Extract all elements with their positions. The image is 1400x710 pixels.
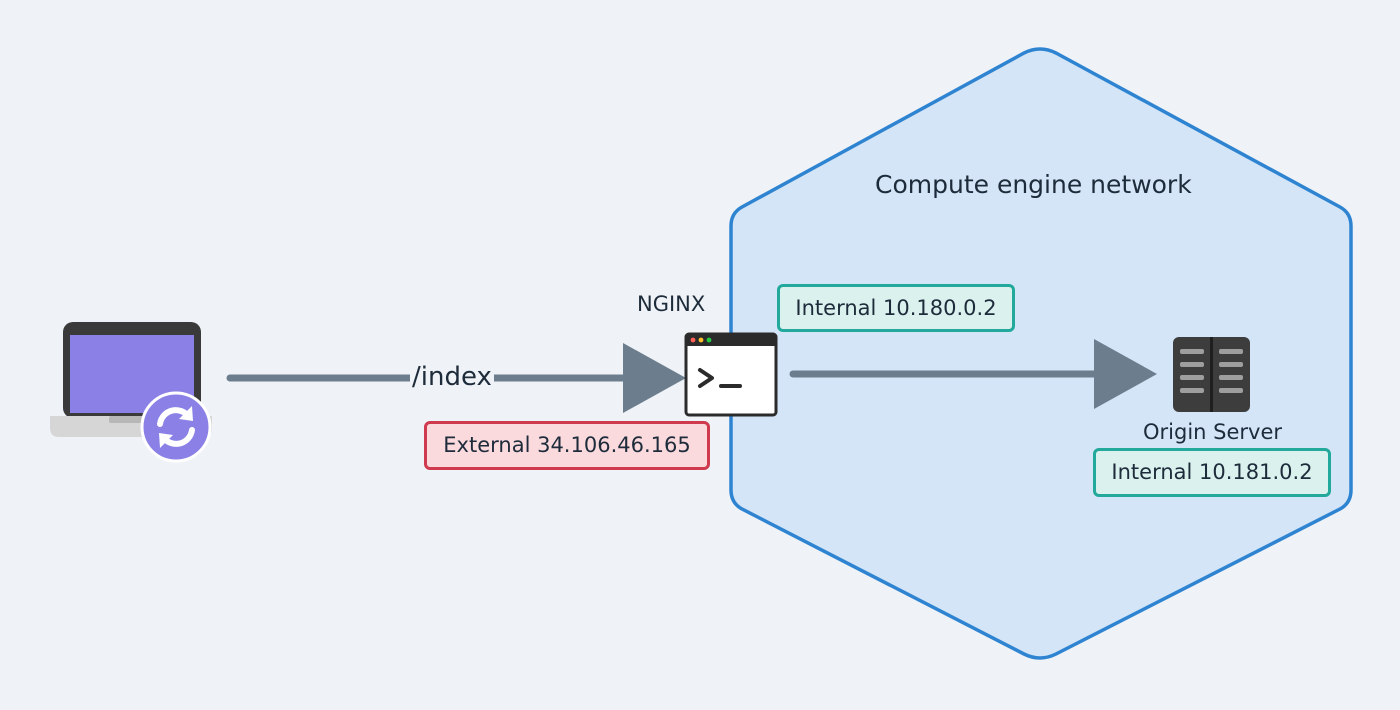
origin-server-label: Origin Server (1143, 420, 1283, 444)
network-boundary (729, 47, 1353, 660)
server-icon (1173, 337, 1250, 412)
refresh-icon (140, 391, 212, 463)
network-title: Compute engine network (875, 170, 1192, 199)
nginx-internal-ip-badge: Internal 10.180.0.2 (777, 284, 1015, 332)
terminal-icon (684, 332, 778, 417)
nginx-label: NGINX (637, 292, 706, 316)
request-path-label: /index (410, 362, 494, 392)
origin-internal-ip-badge: Internal 10.181.0.2 (1093, 448, 1331, 497)
nginx-external-ip-badge: External 34.106.46.165 (424, 421, 710, 470)
